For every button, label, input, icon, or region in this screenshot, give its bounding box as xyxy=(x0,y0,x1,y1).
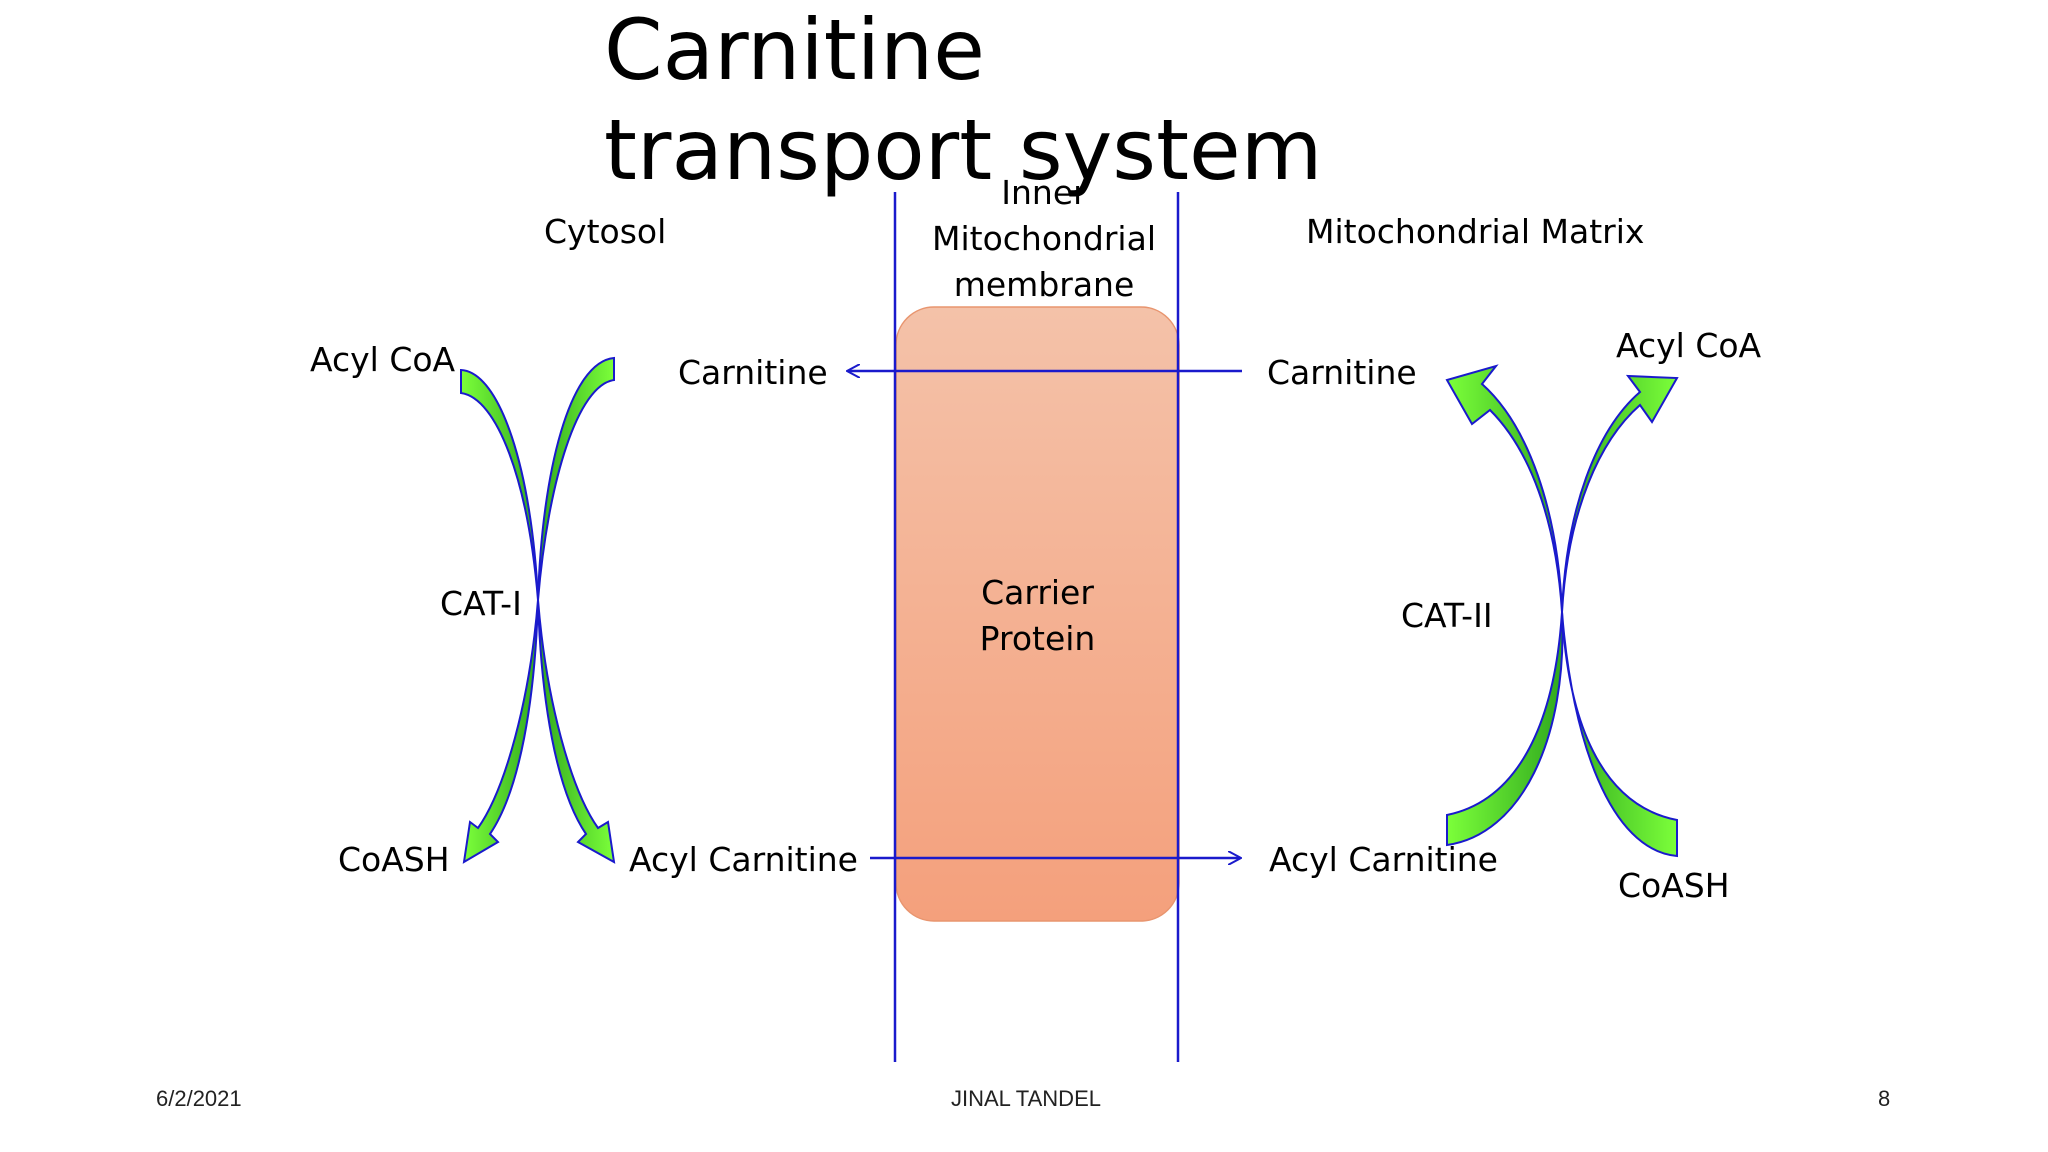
cat-ii-reaction-arrows xyxy=(1445,364,1679,858)
cat-i-label: CAT-I xyxy=(440,584,522,623)
cytosol-coash-label: CoASH xyxy=(338,840,450,879)
cat-ii-arrow-coash-in xyxy=(1561,611,1678,858)
footer-date: 6/2/2021 xyxy=(156,1086,242,1111)
footer-page-number: 8 xyxy=(1878,1086,1891,1111)
matrix-acyl-coa-label: Acyl CoA xyxy=(1616,326,1762,365)
cat-ii-arrow-carnitine-out xyxy=(1445,364,1563,613)
matrix-acyl-carnitine-label: Acyl Carnitine xyxy=(1269,840,1498,879)
cat-i-arrow-coash-out xyxy=(462,599,539,864)
cat-ii-arrow-acyl-coa-out xyxy=(1561,374,1679,613)
cytosol-acyl-carnitine-label: Acyl Carnitine xyxy=(629,840,858,879)
cat-i-arrow-acyl-carnitine-out xyxy=(537,599,616,864)
matrix-carnitine-label: Carnitine xyxy=(1267,353,1417,392)
region-label-matrix: Mitochondrial Matrix xyxy=(1306,212,1645,251)
cytosol-carnitine-label: Carnitine xyxy=(678,353,828,392)
cytosol-acyl-coa-label: Acyl CoA xyxy=(310,340,456,379)
cat-i-arrow-carnitine-in xyxy=(537,356,615,601)
matrix-coash-label: CoASH xyxy=(1618,866,1730,905)
footer-author: JINAL TANDEL xyxy=(951,1086,1101,1111)
cat-i-arrow-acyl-coa-in xyxy=(460,368,539,601)
slide-title: Carnitine transport system xyxy=(604,1,1323,199)
cat-ii-arrow-acyl-carnitine-in xyxy=(1446,611,1564,847)
region-label-membrane: Inner Mitochondrial membrane xyxy=(931,173,1156,304)
cat-ii-label: CAT-II xyxy=(1401,596,1493,635)
carrier-protein-label: Carrier Protein xyxy=(979,573,1096,658)
cat-i-reaction-arrows xyxy=(460,356,616,864)
region-label-cytosol: Cytosol xyxy=(544,212,667,251)
